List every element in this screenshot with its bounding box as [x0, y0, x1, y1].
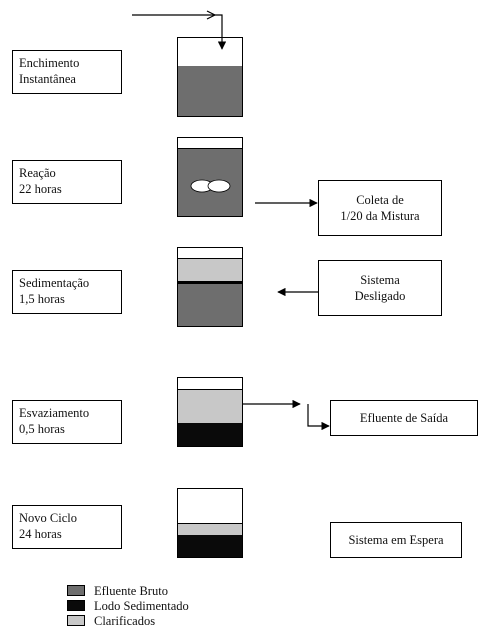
tank-esvaziamento: [177, 377, 243, 447]
stage-novo-ciclo-duration: 24 horas: [19, 527, 62, 541]
legend-label-lodo-sedimentado: Lodo Sedimentado: [94, 599, 189, 613]
stage-box-reacao: Reação 22 horas: [12, 160, 122, 204]
sistema-desligado-line2: Desligado: [354, 289, 406, 303]
efluente-saida-label: Efluente de Saída: [359, 411, 449, 425]
tank-enchimento-efluente-bruto: [178, 66, 242, 116]
tank-novo-ciclo-lodo: [178, 535, 242, 557]
aeration-bubbles-icon: [190, 179, 231, 193]
stage-esvaziamento-title: Esvaziamento: [19, 406, 90, 420]
legend-label-clarificados: Clarificados: [94, 614, 156, 628]
stage-box-sedimentacao: Sedimentação 1,5 horas: [12, 270, 122, 314]
stage-esvaziamento-duration: 0,5 horas: [19, 422, 65, 436]
stage-enchimento-duration: Instantânea: [19, 72, 76, 86]
stage-reacao-duration: 22 horas: [19, 182, 62, 196]
stage-enchimento-title: Enchimento: [19, 56, 80, 70]
saida-arrow: [243, 399, 330, 431]
sistema-desligado-line1: Sistema: [360, 273, 400, 287]
tank-sedimentacao-clarificado: [178, 258, 242, 283]
tank-novo-ciclo-clarificado: [178, 523, 242, 536]
coleta-line1: Coleta de: [356, 193, 404, 207]
tank-enchimento: [177, 37, 243, 117]
tank-sedimentacao: [177, 247, 243, 327]
tank-esvaziamento-clarificado: [178, 389, 242, 424]
coleta-box: Coleta de 1/20 da Mistura: [318, 180, 442, 236]
legend-swatch-efluente-bruto: [67, 585, 85, 596]
coleta-line2: 1/20 da Mistura: [340, 209, 420, 223]
tank-sedimentacao-efluente-bruto: [178, 284, 242, 326]
sistema-desligado-box: Sistema Desligado: [318, 260, 442, 316]
stage-sedimentacao-title: Sedimentação: [19, 276, 90, 290]
stage-box-novo-ciclo: Novo Ciclo 24 horas: [12, 505, 122, 549]
efluente-saida-box: Efluente de Saída: [330, 400, 478, 436]
sistema-espera-label: Sistema em Espera: [348, 533, 444, 547]
legend-label-efluente-bruto: Efluente Bruto: [94, 584, 168, 598]
inlet-arrow: [132, 10, 227, 50]
tank-novo-ciclo: [177, 488, 243, 558]
tank-sedimentacao-interface: [178, 281, 242, 284]
stage-novo-ciclo-title: Novo Ciclo: [19, 511, 77, 525]
stage-box-esvaziamento: Esvaziamento 0,5 horas: [12, 400, 122, 444]
tank-esvaziamento-lodo: [178, 423, 242, 446]
legend-swatch-clarificados: [67, 615, 85, 626]
sistema-espera-box: Sistema em Espera: [330, 522, 462, 558]
stage-box-enchimento: Enchimento Instantânea: [12, 50, 122, 94]
stage-reacao-title: Reação: [19, 166, 56, 180]
stage-sedimentacao-duration: 1,5 horas: [19, 292, 65, 306]
legend-swatch-lodo-sedimentado: [67, 600, 85, 611]
tank-reacao: [177, 137, 243, 217]
